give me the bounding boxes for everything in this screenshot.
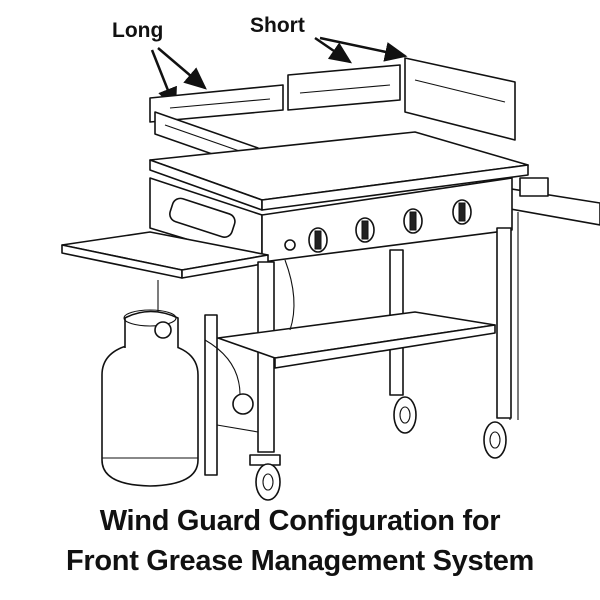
legs: [157, 227, 512, 476]
side-handle: [169, 197, 236, 238]
short-guard-right: [404, 57, 516, 141]
short-guard-back: [287, 64, 401, 111]
caption-line-2: Front Grease Management System: [65, 545, 535, 577]
short-label: Short: [250, 14, 305, 37]
propane-tank: [101, 309, 199, 487]
long-label: Long: [112, 19, 164, 42]
burner-knobs: [284, 199, 472, 253]
wind-guards: [149, 57, 516, 171]
caption-line-1: Wind Guard Configuration for: [99, 505, 501, 537]
caster-wheels: [216, 396, 507, 501]
right-knob-housing: [519, 177, 549, 197]
regulator: [232, 393, 254, 415]
